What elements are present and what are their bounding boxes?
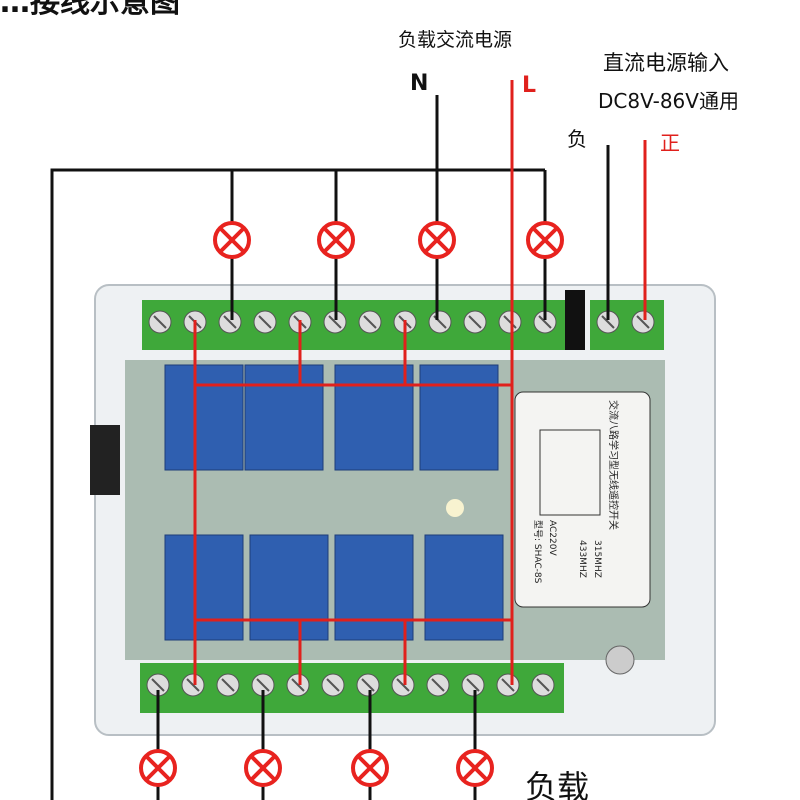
lamp-icon — [244, 749, 282, 787]
module-label-text: 交流八路学习型无线遥控开关 型号: SHAC-8S AC220V 315MHZ … — [532, 400, 620, 584]
bottom-terminal-block — [140, 663, 564, 713]
screw-slot — [396, 678, 410, 692]
antenna-coil — [90, 425, 120, 495]
lamp-icon — [317, 221, 355, 259]
screw-slot — [363, 315, 377, 329]
load-label: 负载 — [525, 768, 589, 800]
dc-range-label: DC8V-86V通用 — [598, 89, 739, 113]
relay — [164, 534, 244, 641]
terminal-divider — [565, 290, 585, 350]
screw-slot — [536, 678, 550, 692]
terminal-strip — [142, 300, 566, 350]
screw-slot — [601, 315, 615, 329]
svg-text:315MHZ: 315MHZ — [592, 540, 602, 578]
screw-slot — [431, 678, 445, 692]
relay — [164, 364, 244, 471]
screw-slot — [636, 315, 650, 329]
relay — [334, 534, 414, 641]
led — [446, 499, 464, 517]
screw-slot — [186, 678, 200, 692]
module-label-sticker — [514, 391, 651, 608]
svg-text:交流八路学习型无线遥控开关: 交流八路学习型无线遥控开关 — [607, 400, 620, 530]
screw-slot — [151, 678, 165, 692]
screw-slot — [361, 678, 375, 692]
top-terminal-block — [142, 300, 664, 350]
relay — [424, 534, 504, 641]
screw-slot — [258, 315, 272, 329]
relay — [334, 364, 414, 471]
lamp-icon — [139, 749, 177, 787]
screw-slot — [501, 678, 515, 692]
screw-slot — [291, 678, 305, 692]
relay — [249, 534, 329, 641]
screw-slot — [466, 678, 480, 692]
lamp-icon — [351, 749, 389, 787]
lamp-group — [139, 221, 564, 787]
lamp-icon — [456, 749, 494, 787]
screw-slot — [221, 678, 235, 692]
screw-slot — [503, 315, 517, 329]
live-wiring — [193, 80, 647, 685]
relay-group — [164, 364, 504, 641]
lamp-icon — [418, 221, 456, 259]
lamp-icon — [526, 221, 564, 259]
live-label: L — [522, 73, 536, 98]
screw-slot — [326, 678, 340, 692]
lamp-icon — [213, 221, 251, 259]
screw-slot — [223, 315, 237, 329]
svg-text:433MHZ: 433MHZ — [577, 540, 587, 578]
screw-slot — [538, 315, 552, 329]
schematic-box — [539, 429, 601, 516]
negative-label: 负 — [567, 127, 587, 151]
screw-slot — [256, 678, 270, 692]
ac-source-label: 负载交流电源 — [398, 29, 512, 51]
relay — [244, 364, 324, 471]
relay — [419, 364, 499, 471]
screw-slot — [153, 315, 167, 329]
screw-slot — [468, 315, 482, 329]
svg-text:AC220V: AC220V — [547, 520, 557, 556]
screw-slot — [328, 315, 342, 329]
neutral-label: N — [410, 71, 428, 96]
terminal-strip — [140, 663, 564, 713]
svg-text:型号: SHAC-8S: 型号: SHAC-8S — [532, 520, 543, 584]
header-title: …接线示意图 — [0, 0, 180, 20]
learn-button — [605, 645, 635, 675]
dc-input-label: 直流电源输入 — [603, 51, 729, 75]
positive-label: 正 — [660, 131, 680, 155]
